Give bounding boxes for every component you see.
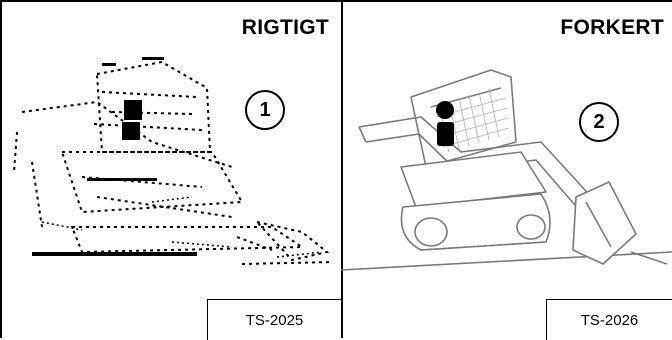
- track-loader-dotted-icon: [13, 57, 333, 265]
- number-badge-1: 1: [245, 90, 285, 130]
- number-badge-2: 2: [579, 102, 619, 142]
- panel-title-wrong: FORKERT: [560, 16, 664, 39]
- panel-correct: RIGTIGT 1: [0, 0, 343, 340]
- panel-wrong: FORKERT 2: [341, 0, 672, 340]
- track-loader-solid-icon: [341, 69, 672, 271]
- figure-code-correct: TS-2025: [207, 299, 341, 340]
- figure-code-wrong: TS-2026: [546, 299, 672, 340]
- panel-title-correct: RIGTIGT: [241, 16, 329, 39]
